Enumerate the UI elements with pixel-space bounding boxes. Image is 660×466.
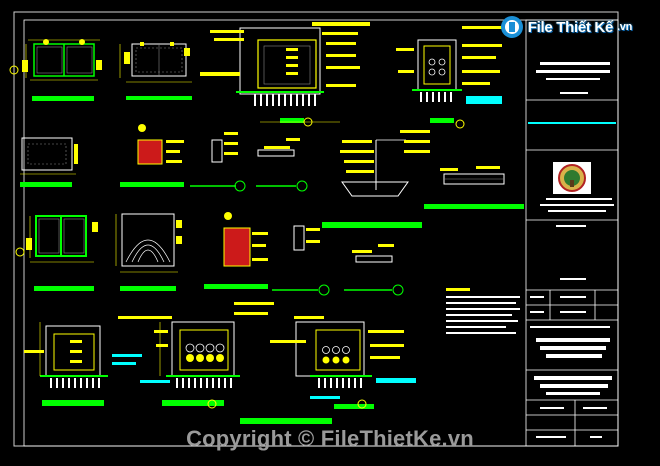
plan-view-1 xyxy=(9,39,102,101)
section-view-5 xyxy=(207,316,416,424)
section-view-4 xyxy=(118,302,274,406)
detail-view-small-3 xyxy=(272,225,330,296)
notes-text-block xyxy=(446,288,520,334)
section-view-3 xyxy=(24,325,142,406)
watermark-copyright: Copyright © FileThietKe.vn xyxy=(186,426,474,451)
emblem-icon xyxy=(553,162,591,194)
watermark-brand-text: File Thiết Kế xyxy=(527,18,614,36)
detail-view-small-2 xyxy=(256,138,308,192)
detail-view-slab xyxy=(424,166,524,209)
watermark-brand-suffix: .vn xyxy=(617,21,632,33)
section-view-1 xyxy=(200,22,370,127)
file-thiet-ke-logo-icon xyxy=(500,16,523,38)
detail-view-small-1 xyxy=(190,132,246,192)
title-block-text xyxy=(530,62,614,438)
plan-view-4 xyxy=(15,215,98,291)
dimension-ticks xyxy=(25,44,161,376)
detail-view-red-1 xyxy=(120,124,184,187)
detail-view-red-2 xyxy=(204,212,268,289)
title-block xyxy=(525,19,619,447)
plan-view-3 xyxy=(20,137,78,187)
plan-view-5 xyxy=(120,213,182,291)
watermark-brand: File Thiết Kế .vn xyxy=(500,14,632,40)
section-view-trapezoid xyxy=(322,130,430,228)
detail-view-small-4 xyxy=(344,244,404,296)
plan-view-2 xyxy=(124,42,192,100)
section-view-2 xyxy=(396,26,506,129)
